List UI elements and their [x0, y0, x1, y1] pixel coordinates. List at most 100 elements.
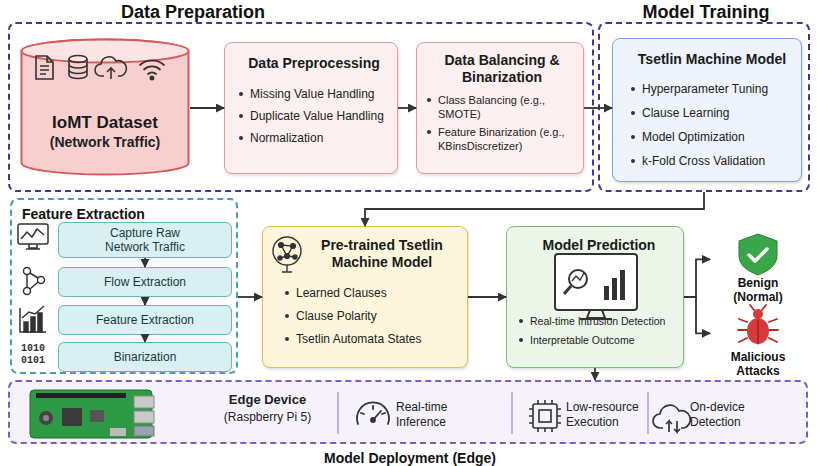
flow-arrow [468, 296, 506, 298]
bullet-dot [427, 130, 431, 134]
bullet-text: Interpretable Outcome [530, 333, 634, 347]
process-box: Model PredictionReal-time Intrusion Dete… [506, 226, 684, 368]
bullet-dot [239, 114, 243, 118]
flow-arrow [144, 335, 146, 342]
bullet-row: Duplicate Value Handling [239, 108, 389, 124]
cylinder-text: IoMT Dataset(Network Traffic) [20, 112, 190, 151]
process-box: Data PreprocessingMissing Value Handling… [224, 42, 398, 174]
step-text: Capture Raw Network Traffic [90, 226, 200, 254]
deployment-feature: On-device Detection [690, 400, 768, 430]
flow-arrow [238, 296, 262, 298]
bullet-row: Class Balancing (e.g., SMOTE) [427, 93, 577, 121]
wifi-icon [140, 60, 164, 79]
cylinder-subtitle: (Network Traffic) [20, 133, 190, 151]
flow-arrow [594, 368, 596, 380]
bullet-dot [427, 98, 431, 102]
deployment-feature: Real-time Inference [396, 400, 468, 430]
cloud-upload-icon [95, 57, 126, 79]
group-heading: Model Deployment (Edge) [280, 448, 540, 466]
step-text: Binarization [65, 350, 225, 364]
bullet-list: Learned ClausesClause PolarityTsetlin Au… [285, 285, 461, 347]
process-box: Data Balancing & BinarizationClass Balan… [416, 42, 584, 174]
bullet-row: Real-time Intrusion Detection [519, 314, 679, 328]
flow-arrow [684, 297, 710, 333]
box-title: Data Preprocessing [239, 55, 389, 72]
process-box: Pre-trained Tsetlin Machine ModelLearned… [262, 226, 468, 368]
gauge-icon [357, 402, 389, 424]
cloud-sync-icon [653, 405, 690, 432]
bullet-list: Hyperparameter TuningClause LearningMode… [631, 81, 793, 169]
database-cylinder: IoMT Dataset(Network Traffic) [20, 38, 190, 176]
bullet-dot [519, 338, 523, 342]
group-heading: Model Training [636, 2, 776, 22]
bullet-text: Tsetlin Automata States [296, 331, 421, 347]
bullet-row: k-Fold Cross Validation [631, 153, 793, 169]
bullet-row: Normalization [239, 130, 389, 146]
bullet-row: Clause Learning [631, 105, 793, 121]
bullet-row: Tsetlin Automata States [285, 331, 461, 347]
bullet-text: Missing Value Handling [250, 86, 375, 102]
bullet-text: Model Optimization [642, 129, 745, 145]
box-title: Model Prediction [519, 237, 679, 254]
flow-arrow [190, 107, 224, 109]
bullet-dot [631, 111, 635, 115]
bullet-text: Clause Polarity [296, 308, 377, 324]
cylinder-outline [20, 38, 190, 176]
group-box: Data PreparationIoMT Dataset(Network Tra… [8, 22, 594, 192]
flow-arrow [684, 259, 710, 297]
chip-icon [529, 400, 561, 432]
bullet-row: Learned Clauses [285, 285, 461, 301]
divider-lines [338, 392, 648, 434]
flow-arrow [398, 107, 416, 109]
raspberry-pi-board [30, 390, 154, 438]
step-box: Capture Raw Network Traffic [58, 222, 232, 258]
step-box: Feature Extraction [58, 305, 232, 335]
bullet-row: Feature Binarization (e.g., KBinsDiscret… [427, 125, 577, 153]
bullet-text: Learned Clauses [296, 285, 387, 301]
bullet-row: Model Optimization [631, 129, 793, 145]
group-heading: Data Preparation [88, 2, 298, 22]
step-box: Binarization [58, 342, 232, 372]
outcome-node: Benign (Normal) [710, 232, 806, 304]
bullet-text: Feature Binarization (e.g., KBinsDiscret… [438, 125, 577, 153]
bullet-dot [239, 92, 243, 96]
step-text: Feature Extraction [65, 313, 225, 327]
bug-icon [738, 305, 778, 344]
bullet-list: Class Balancing (e.g., SMOTE) Feature Bin… [427, 93, 577, 153]
deployment-feature: (Raspberry Pi 5) [205, 410, 330, 424]
database-icon [69, 56, 87, 79]
chart-icon [20, 306, 46, 332]
bullet-row: Interpretable Outcome [519, 333, 679, 347]
flow-graph-icon [24, 268, 45, 295]
bullet-text: k-Fold Cross Validation [642, 153, 765, 169]
outcome-node: Malicious Attacks [710, 306, 806, 378]
bullet-list: Missing Value HandlingDuplicate Value Ha… [239, 86, 389, 146]
bullet-dot [239, 136, 243, 140]
outcome-text: Benign (Normal) [725, 276, 791, 304]
bullet-list: Real-time Intrusion DetectionInterpretab… [519, 314, 679, 347]
bullet-text: Real-time Intrusion Detection [530, 314, 665, 328]
bullet-dot [631, 135, 635, 139]
neural-icon [273, 237, 301, 272]
bullet-dot [631, 87, 635, 91]
outcome-text: Malicious Attacks [725, 350, 791, 378]
box-title: Pre-trained Tsetlin Machine Model [301, 237, 463, 271]
bullet-dot [285, 291, 289, 295]
flow-arrow [584, 107, 612, 109]
box-title: Tsetlin Machine Model [631, 51, 793, 68]
box-title: Data Balancing & Binarization [427, 52, 577, 86]
bullet-dot [631, 159, 635, 163]
process-box: Tsetlin Machine ModelHyperparameter Tuni… [612, 38, 802, 182]
deployment-feature: Low-resource Execution [566, 400, 648, 430]
bullet-dot [285, 337, 289, 341]
bullet-text: Clause Learning [642, 105, 729, 121]
flow-arrow [144, 297, 146, 305]
bullet-row: Hyperparameter Tuning [631, 81, 793, 97]
bullet-dot [285, 314, 289, 318]
group-heading: Feature Extraction [22, 204, 222, 224]
step-box: Flow Extraction [58, 267, 232, 297]
bullet-text: Duplicate Value Handling [250, 108, 384, 124]
prediction-monitor [555, 254, 637, 319]
bullet-row: Clause Polarity [285, 308, 461, 324]
